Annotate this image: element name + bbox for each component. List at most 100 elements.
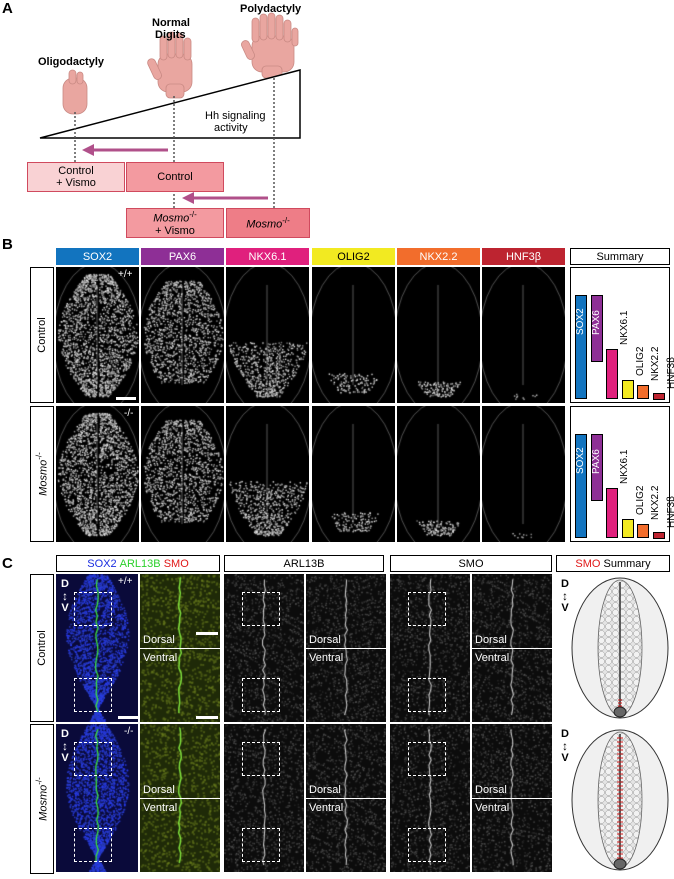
c-dashed-box-r1-c5-0: [408, 592, 446, 626]
hh-signaling-label-2: activity: [214, 122, 248, 134]
c-dashed-box-r2-c3-1: [242, 828, 280, 862]
c-scale-bar-2: [196, 716, 218, 719]
oligodactyly-hand-icon: [62, 69, 88, 115]
c-genotype-r2: -/-: [124, 726, 134, 737]
c-zoom-divider-r2-c2: [140, 798, 220, 799]
normal-digits-label-1: Normal: [152, 17, 190, 29]
c-schematic-mosmo: [571, 729, 669, 871]
control-box: Control: [126, 162, 224, 192]
panel-c-row1-label: Control: [36, 630, 48, 666]
b-micrograph-r1-c4: [312, 267, 395, 403]
c-dashed-box-r1-c5-1: [408, 678, 446, 712]
panel-a-letter: A: [2, 0, 13, 17]
panel-b-row2-label-box: Mosmo-/-: [30, 406, 54, 542]
b-header-label-2: NKX6.1: [248, 250, 287, 263]
b-summary-bar-2-4: [637, 524, 649, 538]
b-summary-bar-1-4: [637, 385, 649, 399]
c-dv-summary-1: D ↕ V: [561, 578, 569, 614]
c-dorsal-label-r2-c2: Dorsal: [143, 784, 175, 796]
b-micrograph-r2-c2: [141, 406, 224, 542]
panel-c-letter: C: [2, 555, 13, 572]
control-vismo-line2: + Vismo: [56, 177, 96, 189]
b-summary-label-1-4: NKX2.2: [650, 346, 661, 381]
c-dashed-box-r1-c3-0: [242, 592, 280, 626]
c-dv-summary-2: D ↕ V: [561, 728, 569, 764]
c-scale-bar-1: [196, 632, 218, 635]
c-header-arl13b-box: ARL13B: [224, 555, 384, 572]
b-summary-label-1-2: NKX6.1: [619, 310, 630, 345]
panel-b-row1-label-box: Control: [30, 267, 54, 403]
c-header-smo-box: SMO: [390, 555, 552, 572]
b-header-3: OLIG2: [312, 248, 395, 265]
c-ventral-label-r1-c6: Ventral: [475, 652, 510, 664]
c-header-smo-label: SMO: [458, 557, 484, 570]
b-header-label-5: HNF3β: [505, 250, 542, 263]
b-summary-label-2-3: OLIG2: [635, 485, 646, 515]
b-summary-label-1-5: HNF3β: [666, 357, 674, 389]
oligodactyly-label: Oligodactyly: [38, 56, 105, 68]
c-micrograph-r2-c1: [56, 724, 138, 872]
b-summary-label-2-2: NKX6.1: [619, 449, 630, 484]
c-zoom-divider-r2-c4: [306, 798, 386, 799]
c-zoom-divider-r1-c4: [306, 648, 386, 649]
c-zoom-divider-r2-c6: [472, 798, 552, 799]
b-micrograph-r1-c2: [141, 267, 224, 403]
polydactyly-hand-icon: [241, 12, 299, 79]
mosmo-box: Mosmo-/-: [226, 208, 310, 238]
b-summary-label-2-5: HNF3β: [666, 496, 674, 528]
b-micrograph-r2-c6: [482, 406, 565, 542]
b-summary-label-2-0: SOX2: [575, 447, 586, 474]
c-header-arl13b-label: ARL13B: [283, 557, 325, 570]
mosmo-vismo-box: Mosmo-/- + Vismo: [126, 208, 224, 238]
b-summary-bar-2-0: [575, 434, 587, 538]
b-micrograph-r2-c3: [226, 406, 309, 542]
c-micrograph-r1-c5: [390, 574, 470, 722]
c-header-summary-box: SMO Summary: [556, 555, 670, 572]
normal-digits-hand-icon: [147, 31, 193, 99]
b-header-0: SOX2: [56, 248, 139, 265]
b-micrograph-r2-c4: [312, 406, 395, 542]
c-header-summary-label: Summary: [603, 557, 651, 570]
c-genotype-r1: +/+: [118, 576, 133, 587]
b-header-5: HNF3β: [482, 248, 565, 265]
panel-c-row2-label: Mosmo-/-: [34, 777, 50, 821]
normal-digits-label-2: Digits: [155, 29, 186, 41]
b-summary-label-1-3: OLIG2: [635, 346, 646, 376]
b-summary-bar-1-2: [606, 349, 618, 399]
panel-a-diagram: [39, 12, 301, 208]
b-summary-bar-1-5: [653, 393, 665, 400]
c-dorsal-label-r1-c6: Dorsal: [475, 634, 507, 646]
c-dashed-box-r2-c1-1: [74, 828, 112, 862]
c-ventral-label-r1-c2: Ventral: [143, 652, 178, 664]
b-summary-bar-2-3: [622, 519, 634, 538]
c-dashed-box-r2-c1-0: [74, 742, 112, 776]
b-header-label-0: SOX2: [82, 250, 113, 263]
c-dv-arrow-r1: D↕V: [61, 578, 69, 614]
c-header-summary-smo: SMO: [575, 557, 601, 570]
b-summary-bar-2-2: [606, 488, 618, 538]
panel-c-row2-label-box: Mosmo-/-: [30, 724, 54, 874]
c-dashed-box-r1-c1-1: [74, 678, 112, 712]
b-header-2: NKX6.1: [226, 248, 309, 265]
mosmo-box-sup: -/-: [282, 216, 290, 226]
c-dashed-box-r2-c5-0: [408, 742, 446, 776]
c-dv-arrow-r2: D↕V: [61, 728, 69, 764]
b-header-1: PAX6: [141, 248, 224, 265]
panel-c-row1-label-box: Control: [30, 574, 54, 722]
b-micrograph-r1-c3: [226, 267, 309, 403]
c-header-arl13b: ARL13B: [119, 557, 161, 570]
b-summary-bar-2-1: [591, 434, 603, 501]
hh-signaling-label-1: Hh signaling: [205, 110, 266, 122]
control-box-label: Control: [157, 171, 193, 183]
c-ventral-label-r2-c6: Ventral: [475, 802, 510, 814]
b-summary-label-1-1: PAX6: [591, 310, 602, 335]
c-micrograph-r2-c5: [390, 724, 470, 872]
b-micrograph-r1-c1: [56, 267, 139, 403]
b-micrograph-r2-c1: [56, 406, 139, 542]
b-summary-label-2-1: PAX6: [591, 449, 602, 474]
mosmo-vismo-line1: Mosmo: [153, 212, 190, 225]
panel-b-row1-label: Control: [36, 317, 48, 353]
b-micrograph-r2-c5: [397, 406, 480, 542]
panel-b-row2-label: Mosmo-/-: [34, 452, 50, 496]
b-summary-bar-1-1: [591, 295, 603, 362]
